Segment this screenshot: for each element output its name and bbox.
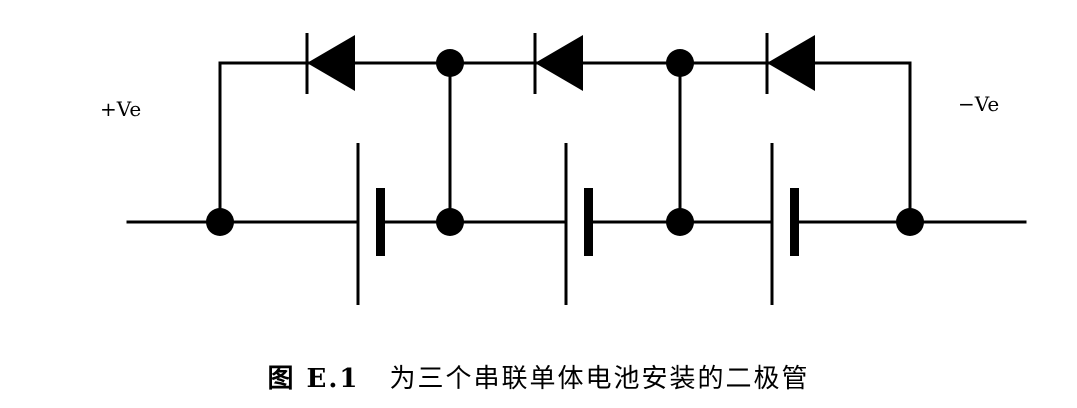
diode-2-triangle <box>535 35 583 91</box>
cell-2-short-plate <box>584 188 593 256</box>
diode-3 <box>765 33 815 94</box>
diode-1 <box>305 33 355 94</box>
positive-terminal-label: +Ve <box>100 97 141 121</box>
battery-cell-2 <box>564 143 593 305</box>
battery-cell-1 <box>356 143 385 305</box>
figure-title: 为三个串联单体电池安装的二极管 <box>389 364 810 394</box>
diode-3-triangle <box>767 35 815 91</box>
diode-1-triangle <box>307 35 355 91</box>
diode-2 <box>533 33 583 94</box>
junction-top-1 <box>436 49 464 77</box>
cell-1-short-plate <box>376 188 385 256</box>
figure-number: 图 E.1 <box>267 364 360 394</box>
junction-bottom-negative <box>896 208 924 236</box>
figure-caption: 图 E.1 为三个串联单体电池安装的二极管 <box>0 358 1077 395</box>
junction-bottom-positive <box>206 208 234 236</box>
negative-terminal-label: −Ve <box>958 92 999 116</box>
junction-bottom-2 <box>666 208 694 236</box>
cell-3-short-plate <box>790 188 799 256</box>
junction-nodes <box>206 49 924 236</box>
junction-bottom-1 <box>436 208 464 236</box>
battery-cell-3 <box>770 143 799 305</box>
junction-top-2 <box>666 49 694 77</box>
